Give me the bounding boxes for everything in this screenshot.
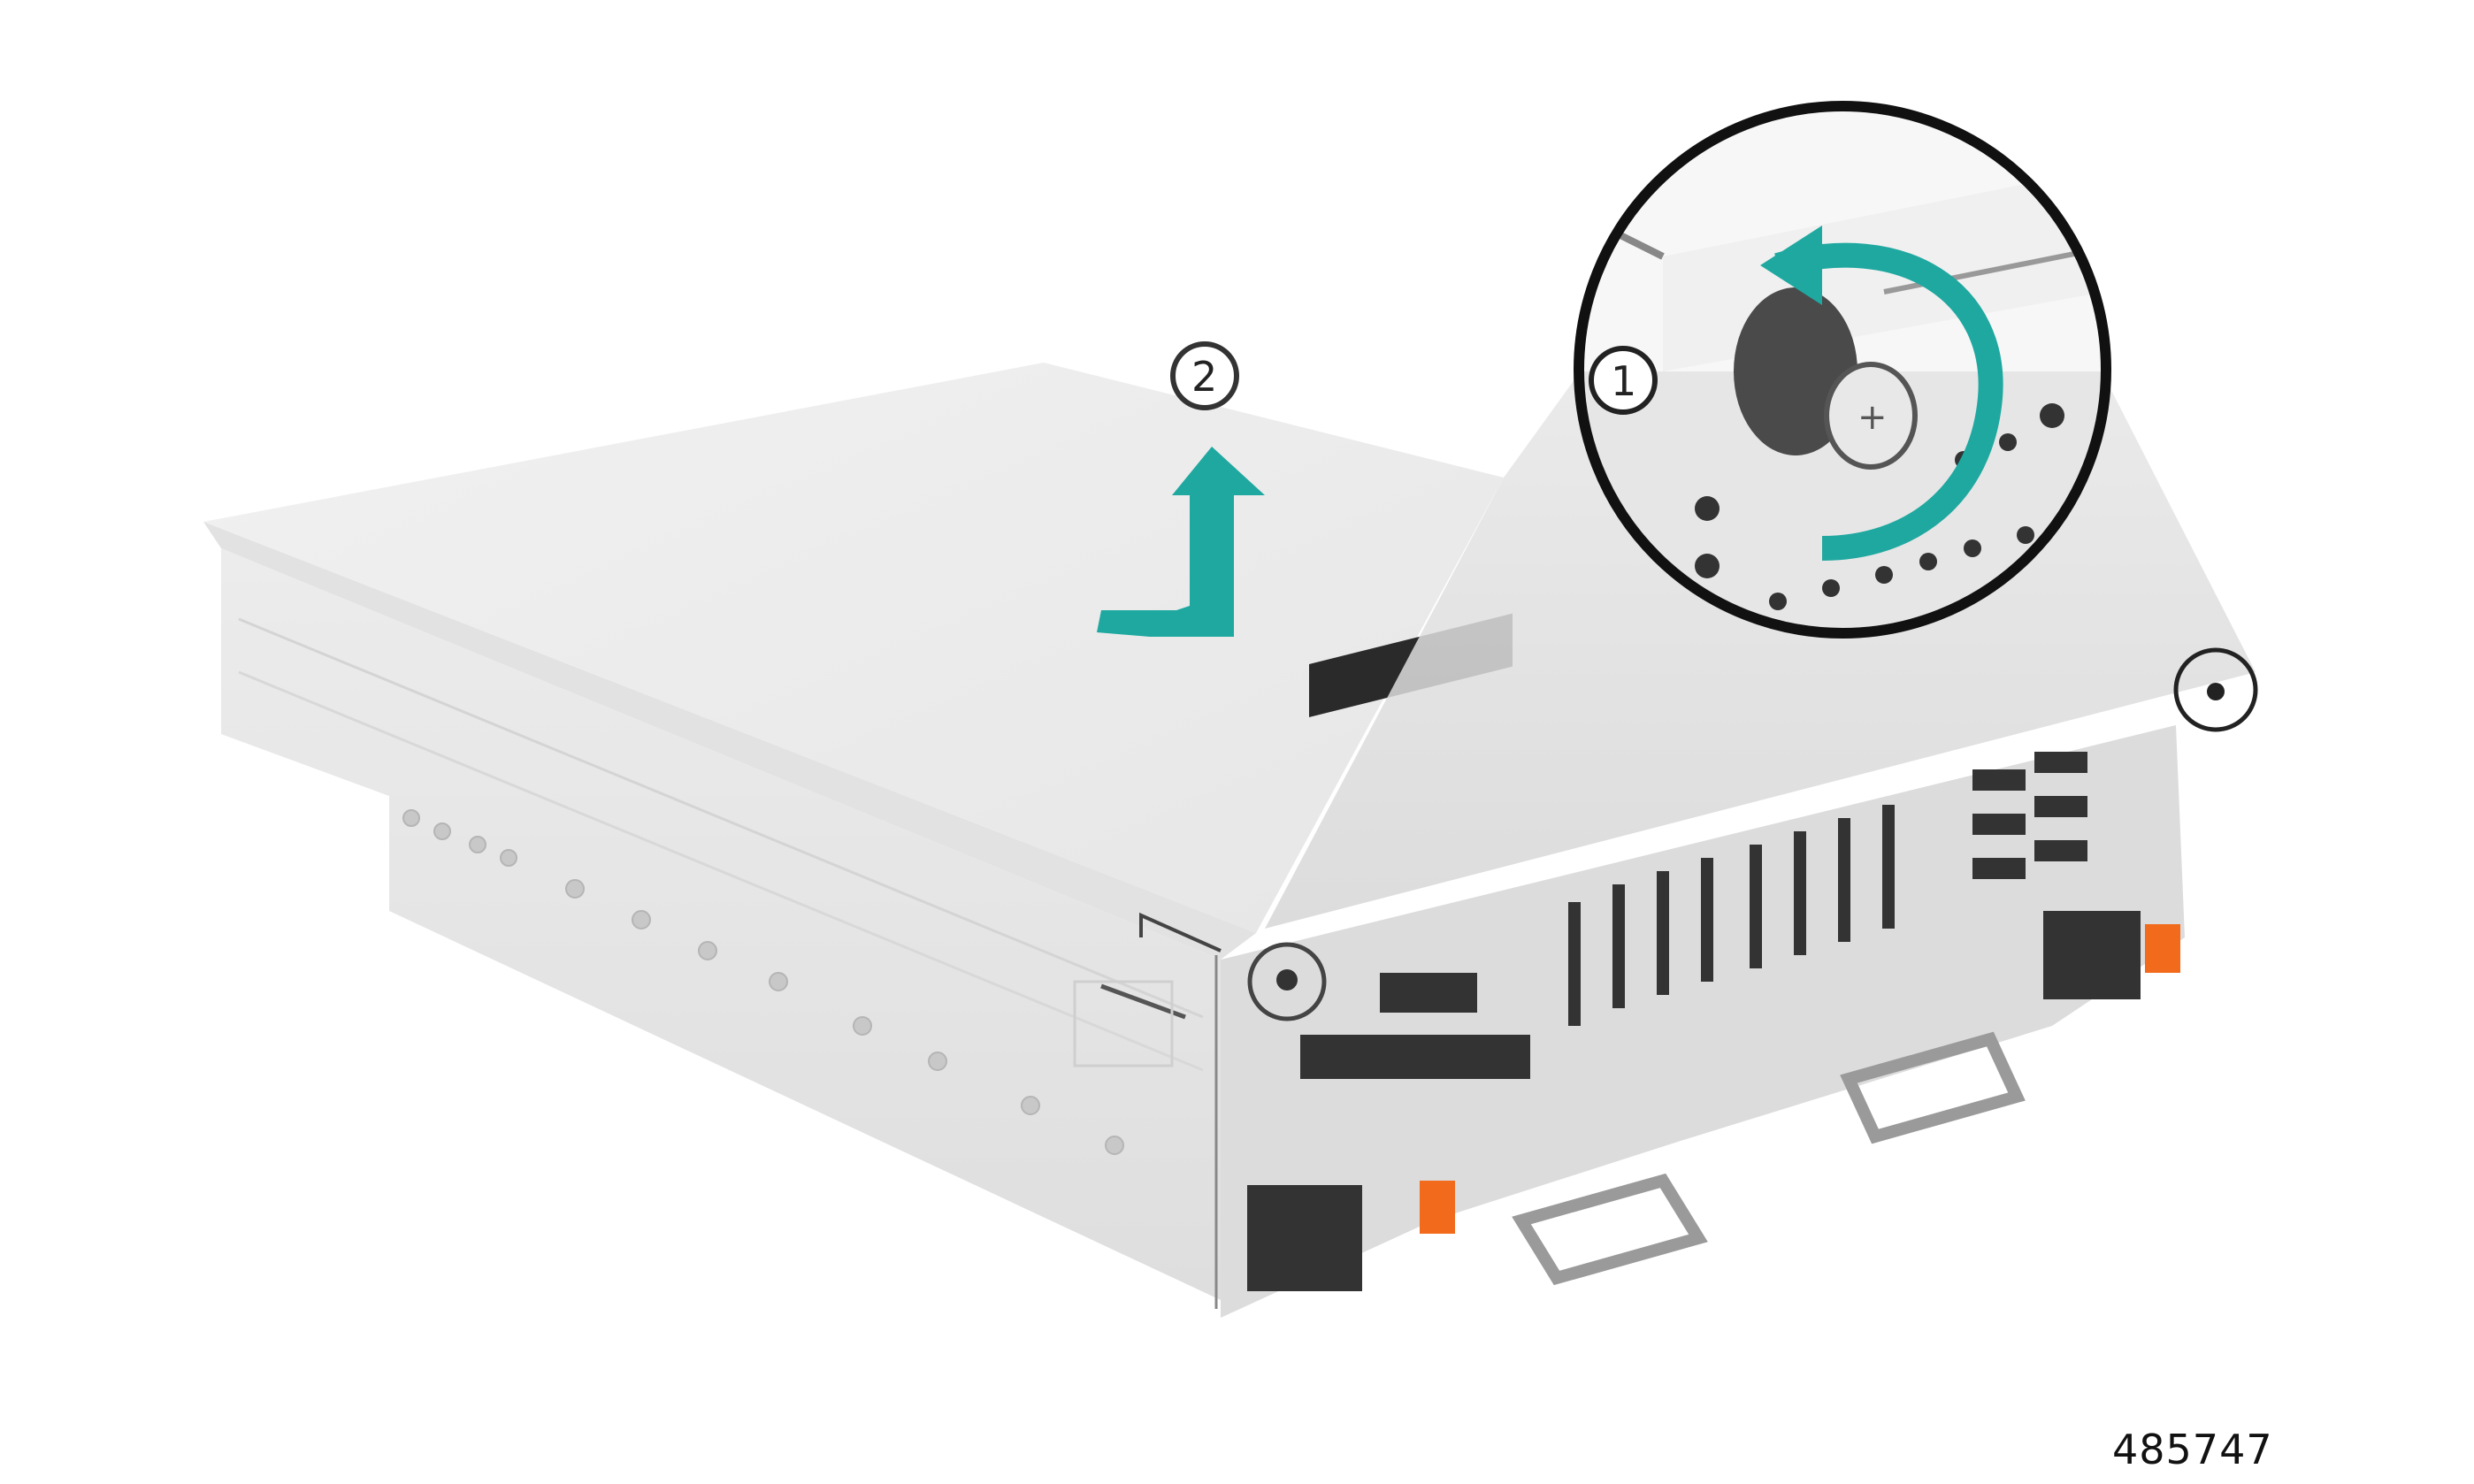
detail-view-thumbscrew: + 1 [1574, 101, 2111, 639]
svg-text:2: 2 [1191, 353, 1217, 401]
psu-release-tab-left [1420, 1181, 1455, 1234]
rack-handle-left [1512, 1173, 1708, 1286]
svg-text:1: 1 [1611, 357, 1636, 405]
rack-handle-right [1840, 1031, 2026, 1144]
chassis-side-panel [221, 548, 1222, 1309]
psu-release-tab-right [2145, 924, 2180, 973]
pcie-slots [1568, 805, 1895, 1026]
screw-highlight-right [2173, 647, 2258, 732]
callout-1: 1 [1589, 346, 1658, 415]
lift-cover-arrow-icon [1097, 447, 1265, 637]
figure-id-label: 485747 [2112, 1426, 2273, 1473]
rotate-counterclockwise-arrow-icon [1774, 242, 2003, 561]
callout-2: 2 [1170, 341, 1239, 410]
chassis-top-cover [203, 363, 1504, 960]
screw-highlight-left [1247, 942, 1327, 1021]
svg-text:+: + [1857, 397, 1888, 438]
